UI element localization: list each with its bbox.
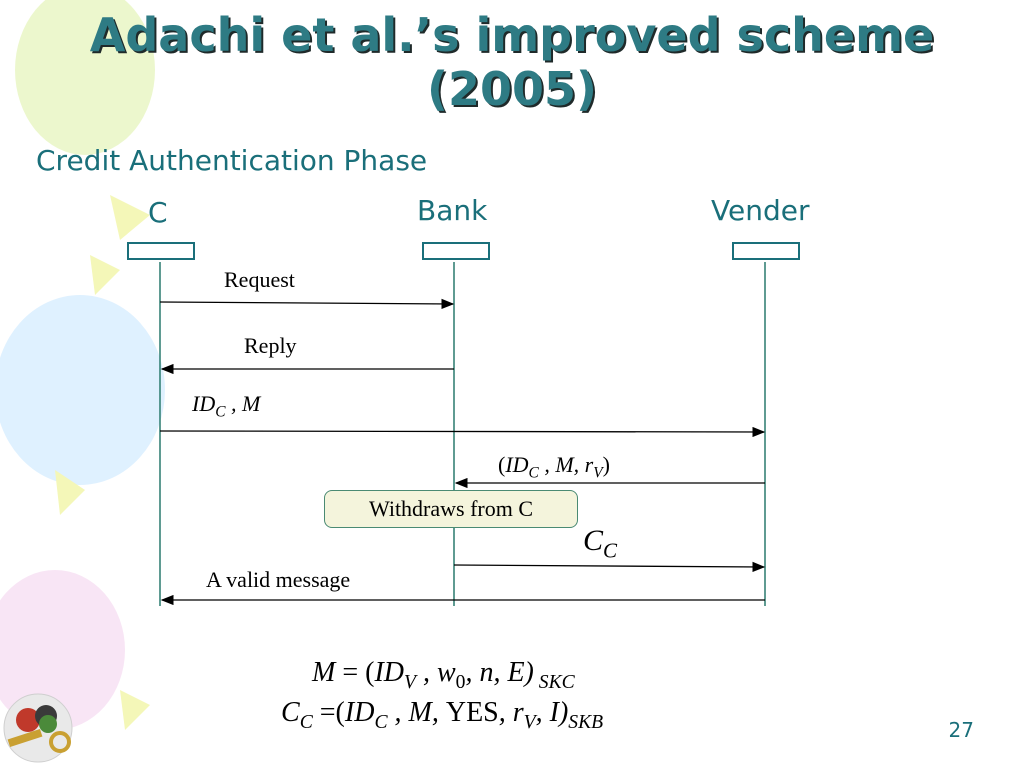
phase-subtitle: Credit Authentication Phase (36, 144, 428, 177)
msg-cc: CC (583, 524, 618, 563)
party-label-bank: Bank (417, 194, 488, 227)
party-label-c: C (148, 196, 168, 229)
party-box-bank (422, 242, 490, 260)
arrow-idc-m (159, 426, 766, 438)
title-line-2: (2005) (426, 62, 598, 116)
msg-valid-message: A valid message (206, 567, 351, 592)
key-logo-icon (3, 693, 73, 763)
arrow-request (159, 298, 455, 310)
formula-cc: CC =(IDC , M, YES, rV, I)SKB (281, 697, 604, 733)
sun-ray-decor (120, 690, 150, 730)
msg-request: Request (224, 267, 295, 292)
sun-ray-decor (110, 195, 150, 240)
page-number: 27 (948, 718, 974, 742)
msg-reply: Reply (244, 333, 297, 358)
withdraw-box: Withdraws from C (324, 490, 578, 528)
msg-idc-m: IDC , M (192, 391, 261, 421)
party-box-vender (732, 242, 800, 260)
sun-ray-decor (90, 255, 120, 295)
party-box-c (127, 242, 195, 260)
formula-m: M = (IDV , w0, n, E) SKC (312, 657, 575, 693)
balloon-pink-decor (0, 570, 125, 730)
balloon-blue-decor (0, 295, 165, 485)
title-line-1: Adachi et al.’s improved scheme (89, 8, 935, 62)
msg-idc-m-rv: (IDC , M, rV) (498, 452, 610, 482)
arrow-cc (453, 561, 766, 573)
page-title: Adachi et al.’s improved scheme (2005) (0, 8, 1024, 116)
balloon-green-decor (15, 0, 155, 155)
party-label-vender: Vender (711, 194, 810, 227)
sun-ray-decor (55, 470, 85, 515)
